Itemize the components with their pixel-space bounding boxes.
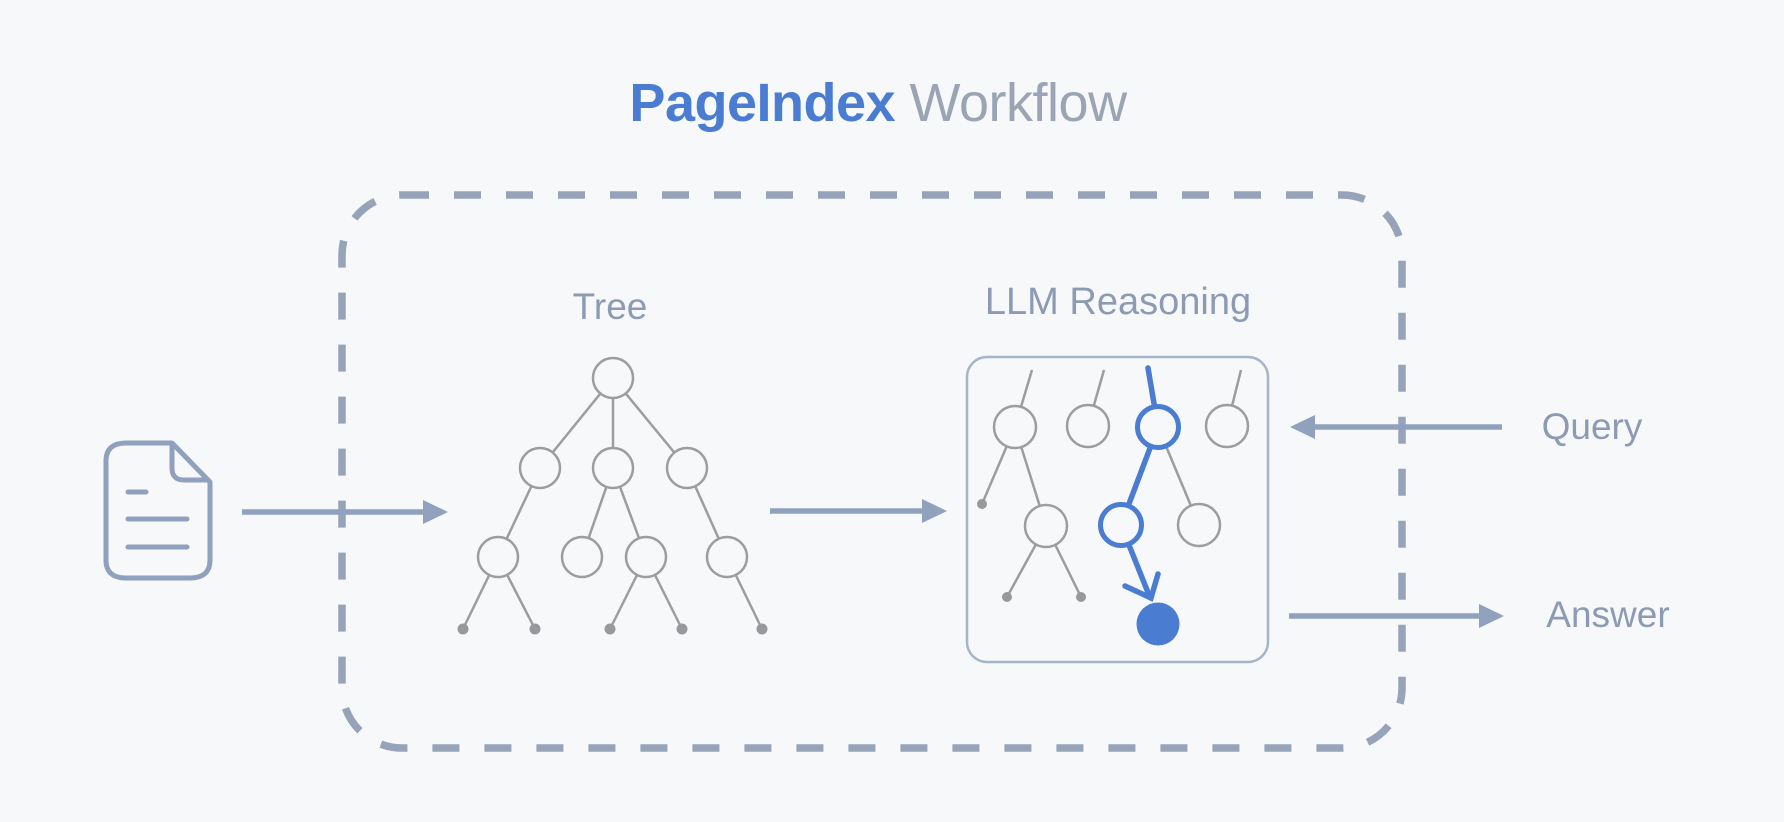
llm-tree-gray-edges (980, 369, 1243, 598)
llm-tree-graphic (977, 365, 1250, 646)
llm-reasoning-label: LLM Reasoning (984, 281, 1252, 323)
query-label: Query (1541, 406, 1643, 447)
arrow-doc-to-tree (242, 500, 448, 524)
tree-leaf-dot (457, 623, 469, 635)
tree-node (1176, 502, 1222, 548)
highlighted-arrowhead-icon (1122, 571, 1161, 602)
answer-label: Answer (1546, 594, 1670, 635)
page-title: PageIndex Workflow (0, 73, 1756, 133)
tree-leaf-dot (676, 623, 688, 635)
title-brand: PageIndex (629, 73, 896, 133)
tree-node (476, 535, 520, 579)
highlighted-tree-node (1135, 404, 1181, 450)
arrow-answer-out (1289, 604, 1504, 628)
tree-node (1065, 403, 1111, 449)
tree-node-root (591, 356, 635, 400)
document-icon (103, 440, 213, 581)
title-suffix: Workflow (895, 73, 1128, 133)
tree-leaf-dot (756, 623, 768, 635)
tree-section-label: Tree (572, 286, 648, 327)
highlighted-tree-node (1098, 502, 1144, 548)
highlighted-path (1118, 365, 1161, 598)
tree-node (705, 535, 749, 579)
arrow-tree-to-llm (770, 499, 947, 523)
tree-node (1023, 503, 1069, 549)
tree-node (992, 404, 1038, 450)
arrow-right-icon (922, 499, 947, 523)
tree-leaf-dot (1002, 592, 1012, 602)
tree-edges (461, 377, 764, 630)
arrow-right-icon (1479, 604, 1504, 628)
arrow-right-icon (423, 500, 448, 524)
llm-reasoning-box (965, 355, 1270, 664)
tree-graphic (457, 356, 768, 635)
selected-leaf-node (1136, 602, 1180, 646)
tree-leaf-dot (1076, 592, 1086, 602)
arrow-left-icon (1290, 415, 1315, 439)
document-outline (103, 440, 213, 581)
tree-node (518, 446, 562, 490)
tree-node (1204, 403, 1250, 449)
document-fold (169, 442, 211, 483)
tree-node (591, 446, 635, 490)
tree-leaf-dot (977, 499, 987, 509)
tree-nodes (457, 356, 768, 635)
llm-tree-nodes (977, 403, 1250, 602)
tree-node (560, 535, 604, 579)
tree-node (665, 446, 709, 490)
workflow-boundary (338, 191, 1406, 752)
arrow-query-in (1290, 415, 1502, 439)
tree-leaf-dot (604, 623, 616, 635)
tree-leaf-dot (529, 623, 541, 635)
tree-node (624, 535, 668, 579)
